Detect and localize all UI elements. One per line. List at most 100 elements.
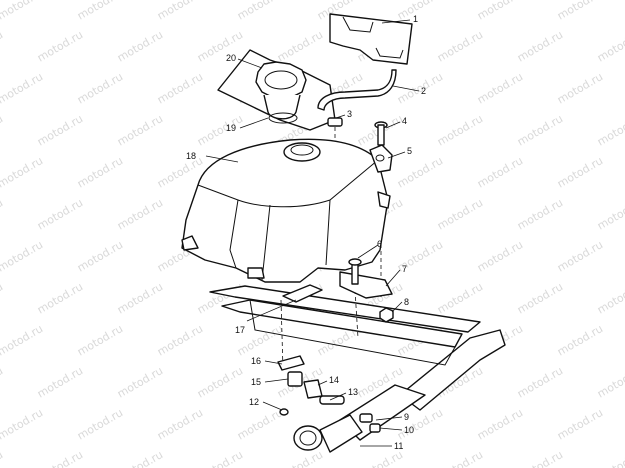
watermark-text: motod.ru [595,280,625,316]
watermark-text: motod.ru [0,448,5,468]
watermark-text: motod.ru [195,364,245,400]
watermark-text: motod.ru [115,196,165,232]
callout-12: 12 [249,397,259,407]
watermark-text: motod.ru [195,448,245,468]
fuel-tank-icon [181,138,391,283]
watermark-text: motod.ru [475,70,525,106]
callout-10: 10 [404,425,414,435]
watermark-text: motod.ru [35,28,85,64]
watermark-text: motod.ru [0,28,5,64]
watermark-text: motod.ru [515,28,565,64]
watermark-text: motod.ru [0,238,45,274]
seat-pad-panel [329,13,413,65]
watermark-text: motod.ru [435,112,485,148]
watermark-text: motod.ru [75,238,125,274]
callout-5: 5 [407,146,412,156]
frame-icon [209,285,506,441]
fuel-cap-icon [255,61,307,124]
watermark-text: motod.ru [435,280,485,316]
watermark-text: motod.ru [555,322,605,358]
watermark-text: motod.ru [0,280,5,316]
callout-13: 13 [348,387,358,397]
watermark-text: motod.ru [115,448,165,468]
fuel-petcock-assembly [277,355,345,416]
grommet [369,144,393,173]
hex-nut [379,307,394,323]
mounting-bolt [374,121,388,146]
watermark-text: motod.ru [0,112,5,148]
watermark-text: motod.ru [75,70,125,106]
watermark-text: motod.ru [155,322,205,358]
callout-1: 1 [413,14,418,24]
watermark-text: motod.ru [435,196,485,232]
callout-19: 19 [226,123,236,133]
watermark-text: motod.ru [515,448,565,468]
watermark-text: motod.ru [75,406,125,442]
callout-2: 2 [421,86,426,96]
watermark-text: motod.ru [35,280,85,316]
watermark-text: motod.ru [555,154,605,190]
watermark-text: motod.ru [115,112,165,148]
watermark-text: motod.ru [155,406,205,442]
watermark-text: motod.ru [355,448,405,468]
watermark-text: motod.ru [555,406,605,442]
watermark-text: motod.ru [595,28,625,64]
watermark-text: motod.ru [35,448,85,468]
watermark-text: motod.ru [475,0,525,23]
watermark-text: motod.ru [275,448,325,468]
callout-4: 4 [402,116,407,126]
hose-clamp [327,117,343,127]
watermark-text: motod.ru [555,238,605,274]
callout-7: 7 [402,264,407,274]
watermark-text: motod.ru [195,28,245,64]
watermark-text: motod.ru [435,448,485,468]
vent-hose-icon [317,69,397,111]
watermark-text: motod.ru [0,364,5,400]
callout-8: 8 [404,297,409,307]
watermark-text: motod.ru [35,196,85,232]
callout-9: 9 [404,412,409,422]
watermark-text: motod.ru [235,406,285,442]
watermark-text: motod.ru [75,322,125,358]
mounting-bracket [339,258,393,299]
watermark-text: motod.ru [0,70,45,106]
watermark-text: motod.ru [155,0,205,23]
rubber-pad [282,284,323,303]
callout-6: 6 [377,239,382,249]
watermark-text: motod.ru [555,70,605,106]
watermark-text: motod.ru [275,28,325,64]
callout-labels: 1 2 3 4 5 6 7 8 9 10 11 12 13 14 15 16 1… [186,14,426,451]
watermark-text: motod.ru [395,154,445,190]
callout-18: 18 [186,151,196,161]
callout-17: 17 [235,325,245,335]
watermark-text: motod.ru [515,280,565,316]
watermark-text: motod.ru [0,406,45,442]
watermark-text: motod.ru [35,364,85,400]
watermark-text: motod.ru [115,280,165,316]
watermark-text: motod.ru [0,0,45,23]
watermark-text: motod.ru [595,196,625,232]
watermark-text: motod.ru [115,28,165,64]
watermark-text: motod.ru [475,406,525,442]
watermark-text: motod.ru [0,154,45,190]
watermark-text: motod.ru [235,0,285,23]
callout-14: 14 [329,375,339,385]
watermark-text: motod.ru [395,406,445,442]
watermark-text: motod.ru [435,28,485,64]
watermark-text: motod.ru [595,364,625,400]
callout-15: 15 [251,377,261,387]
watermark-text: motod.ru [595,448,625,468]
watermark-text: motod.ru [515,196,565,232]
watermark-text: motod.ru [115,364,165,400]
watermark-text: motod.ru [515,112,565,148]
watermark-text: motod.ru [75,154,125,190]
watermark-text: motod.ru [475,154,525,190]
callout-3: 3 [347,109,352,119]
watermark-text: motod.ru [35,112,85,148]
callout-11: 11 [394,441,403,451]
leader-lines [205,19,420,447]
callout-16: 16 [251,356,261,366]
watermark-text: motod.ru [555,0,605,23]
watermark-text: motod.ru [395,0,445,23]
